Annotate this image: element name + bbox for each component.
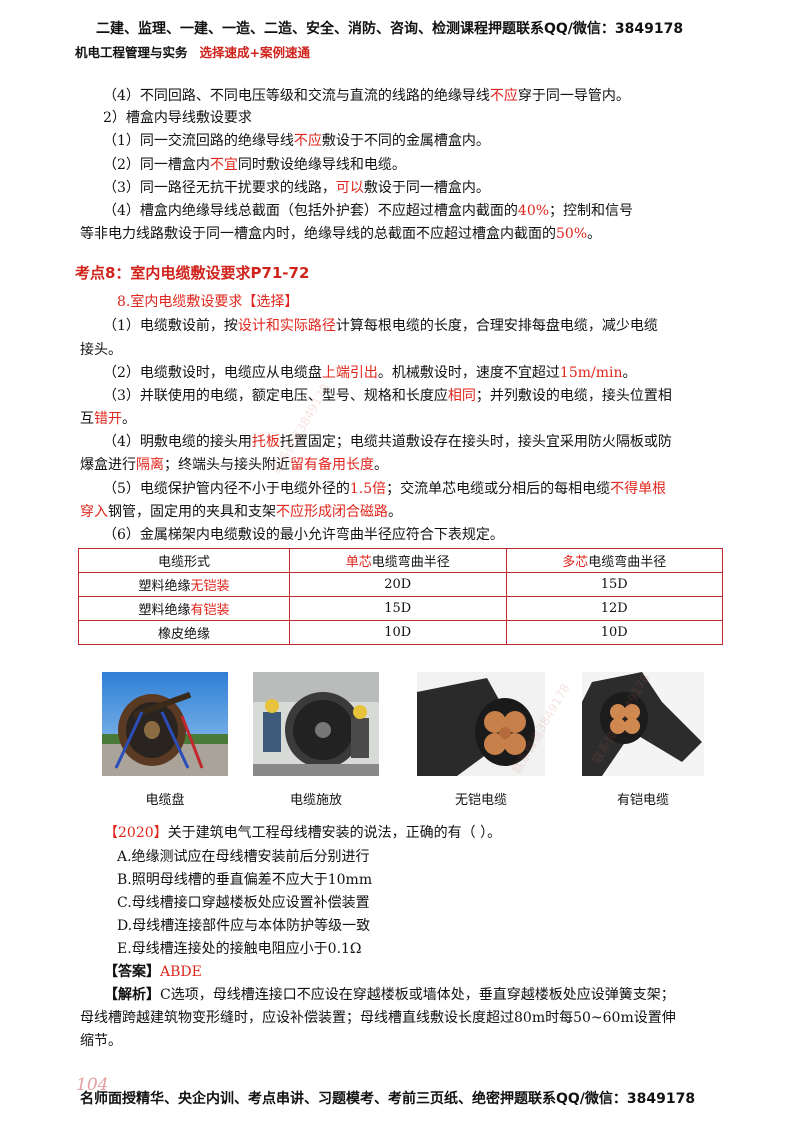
caption-cable-laying: 电缆施放 [289,793,342,808]
option-c: C.母线槽接口穿越楼板处应设置补偿装置 [117,895,370,911]
subject-title: 机电工程管理与实务 [75,45,188,60]
caption-armored-cable: 有铠电缆 [616,793,669,808]
table-cell: 15D [289,596,507,621]
rule-5b: 穿入钢管，固定用的夹具和支架不应形成闭合磁路。 [80,504,402,520]
trunking-subheading: 2）槽盒内导线敷设要求 [103,110,252,126]
rule-3b: 互错开。 [80,411,136,427]
caption-unarmored-cable: 无铠电缆 [454,793,507,808]
option-e: E.母线槽连接处的接触电阻应小于0.1Ω [117,941,362,957]
table-cell: 12D [505,596,723,621]
subject-header: 机电工程管理与实务选择速成+案例速通 [75,42,310,61]
page-number: 104 [76,1075,109,1095]
table-cell: 10D [289,620,507,645]
table-header-cell: 电缆形式 [78,548,290,573]
table-header-row: 电缆形式 单芯电缆弯曲半径 多芯电缆弯曲半径 [78,548,723,573]
table-cell: 橡皮绝缘 [78,620,290,645]
rule-6: （6）金属梯架内电缆敷设的最小允许弯曲半径应符合下表规定。 [103,527,504,543]
trunking-rule-4b: 等非电力线路敷设于同一槽盒内时，绝缘导线的总截面不应超过槽盒内截面的50%。 [80,226,602,242]
subject-tag: 选择速成+案例速通 [199,45,310,60]
trunking-rule-2: （2）同一槽盒内不宜同时敷设绝缘导线和电缆。 [103,157,406,173]
analysis-line-1: 【解析】C选项，母线槽连接口不应设在穿越楼板或墙体处，垂直穿越楼板处应设弹簧支架… [104,987,675,1003]
rule-4b: 爆盒进行隔离；终端头与接头附近留有备用长度。 [80,457,388,473]
table-cell: 10D [505,620,723,645]
unarmored-cable-photo [417,672,545,776]
cable-reel-photo [102,672,228,776]
cable-laying-photo [253,672,379,776]
bend-radius-table: 电缆形式 单芯电缆弯曲半径 多芯电缆弯曲半径 塑料绝缘无铠装 20D 15D 塑… [78,548,723,645]
rule-1b: 接头。 [80,342,122,358]
trunking-rule-1: （1）同一交流回路的绝缘导线不应敷设于不同的金属槽盒内。 [103,133,490,149]
option-d: D.母线槽连接部件应与本体防护等级一致 [117,918,371,934]
section-subheading: 8.室内电缆敷设要求【选择】 [117,294,299,310]
caption-cable-reel: 电缆盘 [145,793,185,808]
analysis-line-3: 缩节。 [80,1033,122,1049]
rule-2: （2）电缆敷设时，电缆应从电缆盘上端引出。机械敷设时，速度不宜超过15m/min… [103,365,637,381]
question-stem: 【2020】关于建筑电气工程母线槽安装的说法，正确的有（ ）。 [104,825,502,841]
analysis-line-2: 母线槽跨越建筑物变形缝时，应设补偿装置；母线槽直线敷设长度超过80m时每50~6… [80,1010,676,1026]
rule-3a: （3）并联使用的电缆，额定电压、型号、规格和长度应相同；并列敷设的电缆，接头位置… [103,388,672,404]
top-banner: 二建、监理、一建、一造、二造、安全、消防、咨询、检测课程押题联系QQ/微信：38… [96,21,684,37]
table-cell: 20D [289,572,507,597]
rule-4a: （4）明敷电缆的接头用托板托置固定；电缆共道敷设存在接头时，接头宜采用防火隔板或… [103,434,672,450]
conduit-rule-4: （4）不同回路、不同电压等级和交流与直流的线路的绝缘导线不应穿于同一导管内。 [103,88,630,104]
table-header-cell: 多芯电缆弯曲半径 [505,548,723,573]
table-row: 塑料绝缘无铠装 20D 15D [78,572,723,597]
section-heading: 考点8：室内电缆敷设要求P71-72 [75,264,310,282]
table-cell: 塑料绝缘有铠装 [78,596,290,621]
armored-cable-photo [582,672,704,776]
trunking-rule-3: （3）同一路径无抗干扰要求的线路，可以敷设于同一槽盒内。 [103,180,490,196]
option-a: A.绝缘测试应在母线槽安装前后分别进行 [117,849,370,865]
rule-5a: （5）电缆保护管内径不小于电缆外径的1.5倍；交流单芯电缆或分相后的每相电缆不得… [103,481,667,497]
rule-1a: （1）电缆敷设前，按设计和实际路径计算每根电缆的长度，合理安排每盘电缆，减少电缆 [103,318,658,334]
table-row: 塑料绝缘有铠装 15D 12D [78,596,723,621]
table-row: 橡皮绝缘 10D 10D [78,620,723,645]
option-b: B.照明母线槽的垂直偏差不应大于10mm [117,872,373,888]
table-cell: 塑料绝缘无铠装 [78,572,290,597]
table-cell: 15D [505,572,723,597]
footer-banner: 名师面授精华、央企内训、考点串讲、习题模考、考前三页纸、绝密押题联系QQ/微信：… [80,1091,696,1107]
table-header-cell: 单芯电缆弯曲半径 [289,548,507,573]
trunking-rule-4a: （4）槽盒内绝缘导线总截面（包括外护套）不应超过槽盒内截面的40%；控制和信号 [103,203,634,219]
answer: 【答案】ABDE [104,964,202,980]
